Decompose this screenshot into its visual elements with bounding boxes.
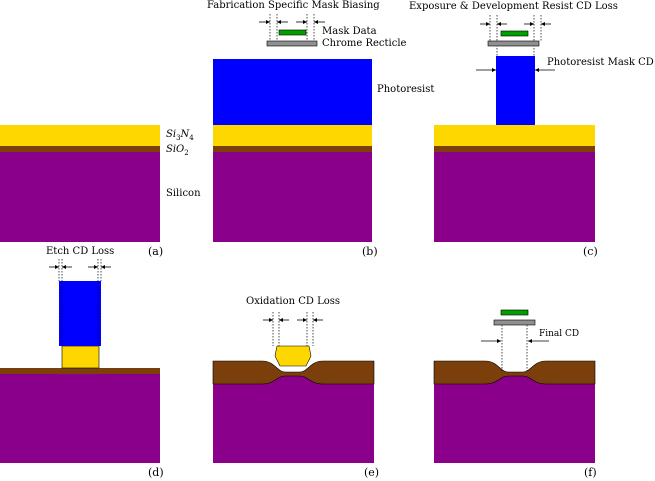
sio2-layer [213, 146, 372, 152]
silicon-layer [213, 152, 372, 242]
photoresist-layer [213, 59, 372, 125]
oxide-label: SiO2 [166, 144, 189, 157]
panel-tag-c: (c) [583, 245, 598, 258]
mask-data-bar [500, 309, 529, 316]
mask-data-bar [500, 30, 529, 37]
photoresist-pillar [496, 56, 535, 125]
silicon-layer [0, 374, 160, 463]
panel-c: Exposure & Development Resist CD Loss Ph… [409, 1, 654, 258]
panel-tag-d: (d) [148, 466, 164, 479]
resist-cd-loss-title: Exposure & Development Resist CD Loss [409, 1, 618, 12]
panel-e: Oxidation CD Loss (e) [212, 296, 379, 479]
silicon-layer [0, 152, 160, 242]
nitride-layer [434, 125, 595, 146]
chrome-reticle-bar [493, 319, 536, 326]
mask-data-bar [278, 29, 307, 36]
panel-tag-b: (b) [362, 245, 378, 258]
panel-b: Photoresist Fabrication Specific Mask Bi… [207, 0, 434, 258]
chrome-reticle-label: Chrome Recticle [322, 38, 407, 49]
sio2-layer [434, 146, 595, 152]
silicon-layer [434, 152, 595, 242]
field-oxide [212, 360, 375, 385]
sio2-layer [0, 146, 160, 152]
mask-cd-label: Photoresist Mask CD [547, 57, 654, 68]
panel-f: Final CD (f) [433, 309, 597, 479]
sio2-layer [0, 368, 160, 374]
photoresist-pillar [59, 281, 101, 346]
etch-cd-loss-title: Etch CD Loss [46, 246, 114, 257]
photoresist-label: Photoresist [377, 84, 434, 95]
panel-tag-f: (f) [584, 466, 597, 479]
nitride-block [274, 345, 312, 367]
mask-bias-title: Fabrication Specific Mask Biasing [207, 0, 380, 11]
mask-data-label: Mask Data [322, 26, 377, 37]
nitride-layer [0, 125, 160, 146]
final-cd-label: Final CD [539, 329, 579, 339]
chrome-reticle-bar [266, 40, 318, 47]
panel-tag-a: (a) [148, 245, 163, 258]
oxidation-cd-loss-title: Oxidation CD Loss [246, 296, 340, 307]
nitride-block [61, 345, 100, 369]
panel-tag-e: (e) [364, 466, 379, 479]
panel-d: Etch CD Loss (d) [0, 246, 164, 479]
chrome-reticle-bar [487, 40, 540, 47]
nitride-layer [213, 125, 372, 146]
panel-a: Si3N4 SiO2 Silicon (a) [0, 125, 201, 258]
silicon-layer [434, 372, 595, 463]
silicon-layer [213, 372, 374, 463]
nitride-label: Si3N4 [166, 129, 194, 142]
silicon-label: Silicon [166, 188, 201, 199]
field-oxide [433, 360, 596, 385]
